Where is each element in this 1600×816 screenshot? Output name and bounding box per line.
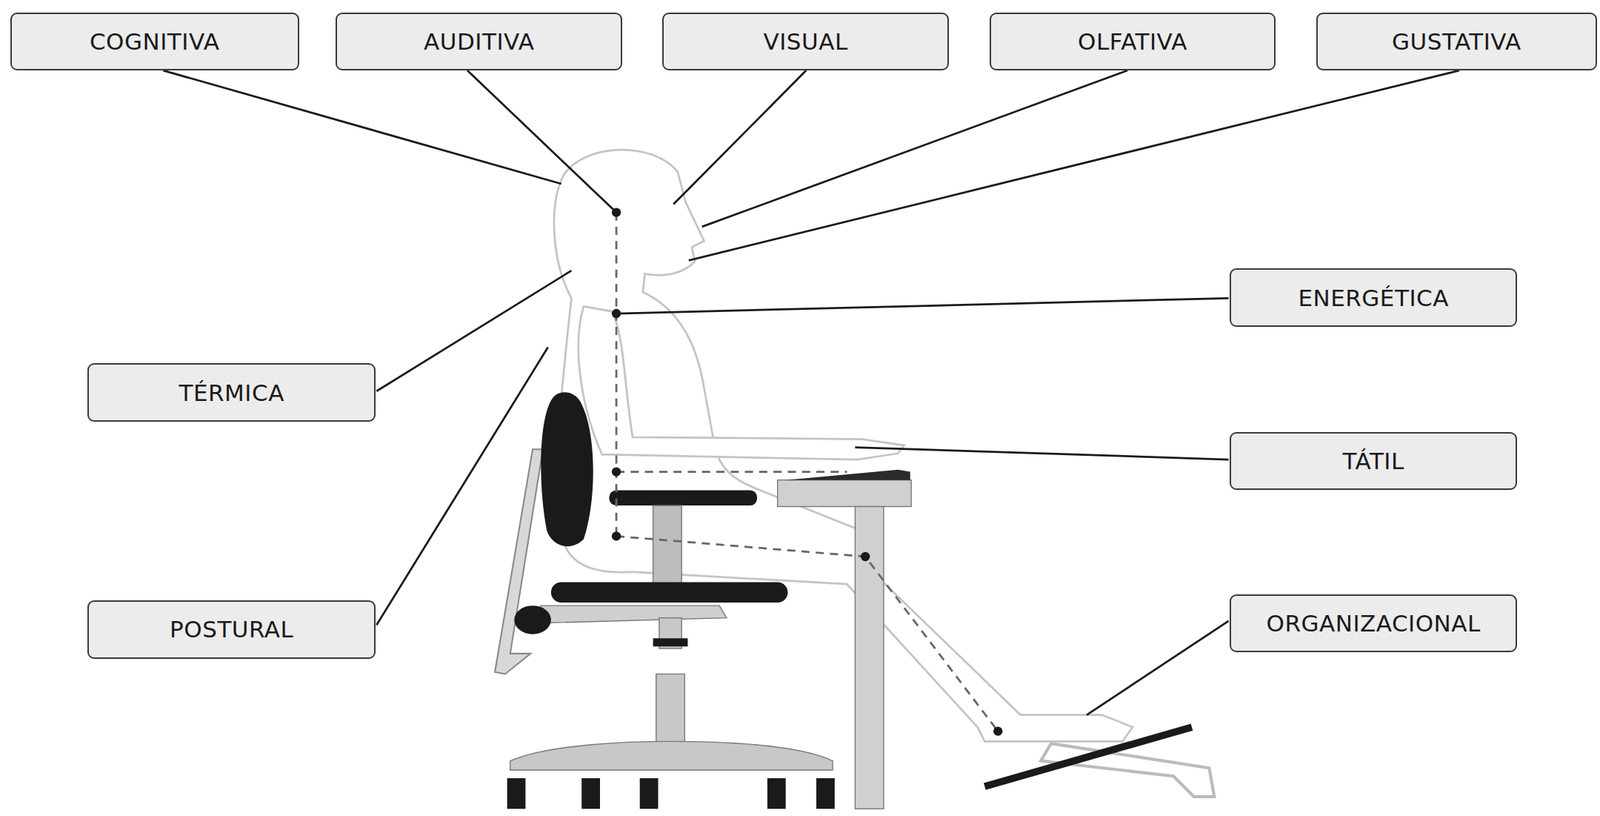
chair-seat	[551, 581, 789, 603]
chair-base	[510, 740, 833, 770]
chair-wheels	[507, 777, 835, 809]
label-box: AUDITIVA	[335, 12, 623, 72]
joint-dots	[611, 207, 1003, 735]
label-box: VISUAL	[662, 12, 949, 72]
seat-knob	[514, 605, 552, 635]
chair-backrest	[540, 391, 593, 546]
desk-top	[777, 480, 912, 507]
box-label: COGNITIVA	[89, 28, 220, 55]
label-box: ENERGÉTICA	[1229, 268, 1518, 327]
label-box: POSTURAL	[87, 600, 375, 659]
box-label: GUSTATIVA	[1391, 28, 1522, 55]
box-label: POSTURAL	[169, 615, 294, 643]
box-label: OLFATIVA	[1077, 28, 1188, 55]
seat-bracket	[540, 605, 727, 623]
person-arm	[578, 305, 905, 460]
chair-armrest	[608, 489, 758, 506]
label-box: TÁTIL	[1229, 431, 1518, 491]
box-label: ORGANIZACIONAL	[1266, 609, 1481, 637]
label-box: TÉRMICA	[87, 362, 375, 422]
box-label: ENERGÉTICA	[1297, 284, 1449, 312]
footrest	[984, 726, 1192, 786]
armrest-post	[653, 505, 683, 585]
label-box: OLFATIVA	[989, 12, 1276, 72]
box-label: TÉRMICA	[179, 379, 285, 406]
label-box: ORGANIZACIONAL	[1229, 594, 1518, 653]
label-box: COGNITIVA	[10, 12, 300, 72]
footrest-frame	[1040, 742, 1215, 797]
box-label: VISUAL	[762, 28, 848, 55]
label-box: GUSTATIVA	[1316, 12, 1598, 72]
desk-leg	[854, 505, 884, 809]
posture-lines	[616, 212, 998, 732]
box-label: TÁTIL	[1342, 447, 1405, 475]
height-lever	[653, 637, 689, 646]
chair-frame	[494, 448, 543, 674]
box-label: AUDITIVA	[423, 28, 535, 55]
chair-column	[656, 673, 686, 743]
person-body	[554, 149, 1133, 741]
